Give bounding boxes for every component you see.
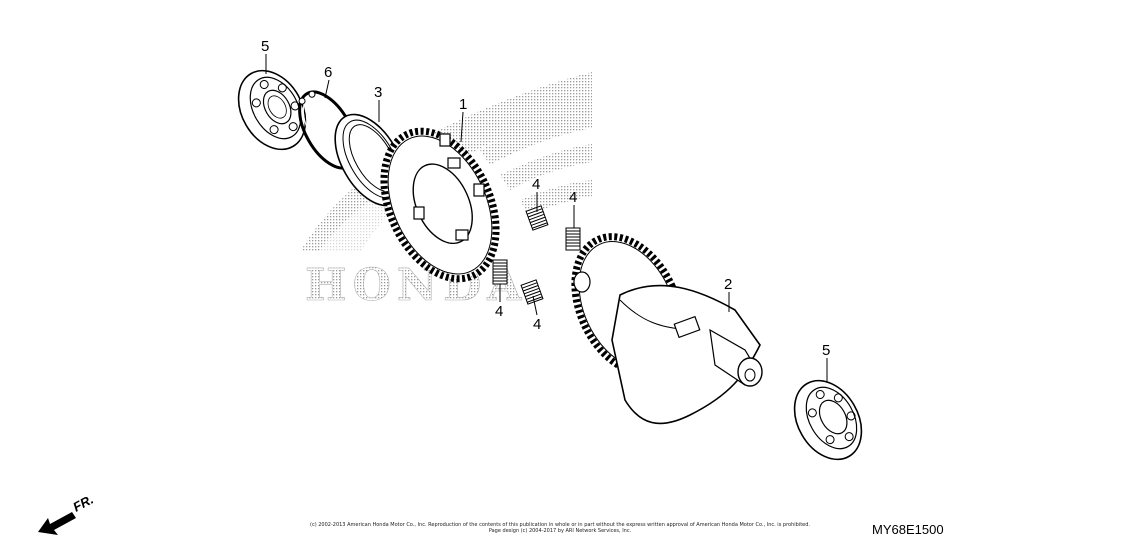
drive-gear [380, 127, 500, 283]
front-direction-arrow-icon [38, 512, 76, 535]
bearing-left [237, 69, 307, 151]
callout-part-5-right: 5 [822, 342, 830, 359]
copyright-notice: (c) 2002-2013 American Honda Motor Co., … [300, 522, 820, 534]
callout-part-4-d: 4 [533, 316, 541, 333]
diagram-code: MY68E1500 [872, 522, 944, 537]
callout-part-5-left: 5 [261, 38, 269, 55]
callout-part-6: 6 [324, 64, 332, 81]
front-direction-label: FR. [70, 492, 96, 515]
callout-part-2: 2 [724, 276, 732, 293]
leader-lines [265, 54, 828, 382]
callout-part-4-c: 4 [495, 303, 503, 320]
callout-part-4-b: 4 [569, 189, 577, 206]
spring-3 [492, 259, 508, 285]
spring-4 [520, 279, 544, 305]
bearing-right [793, 379, 863, 461]
callout-part-1: 1 [459, 96, 467, 113]
copyright-line-1: (c) 2002-2013 American Honda Motor Co., … [310, 522, 810, 528]
callout-part-4-a: 4 [532, 176, 540, 193]
callout-part-3: 3 [374, 84, 382, 101]
copyright-line-2: Page design (c) 2004-2017 by ARI Network… [488, 528, 632, 534]
honda-watermark-text: HONDA [305, 260, 527, 311]
spring-2 [565, 227, 581, 251]
spring-1 [525, 205, 549, 231]
balancer-shaft [571, 233, 763, 425]
